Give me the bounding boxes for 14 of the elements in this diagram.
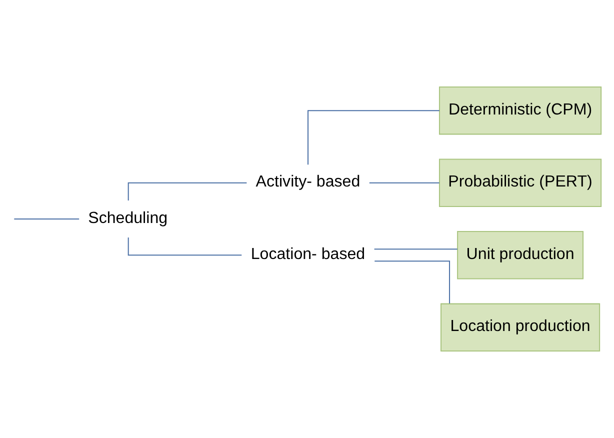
connector (374, 260, 450, 304)
node-box: Probabilistic (PERT) (438, 158, 602, 207)
node-text: Scheduling (88, 208, 168, 227)
node-text: Activity- based (256, 172, 360, 191)
connector (308, 110, 440, 165)
connector (14, 218, 80, 220)
connector (128, 238, 242, 256)
node-box: Location production (440, 303, 600, 352)
connector (374, 248, 458, 250)
node-text: Location- based (250, 244, 366, 263)
connector (128, 182, 247, 200)
connector (369, 182, 440, 184)
node-box: Unit production (457, 231, 584, 280)
node-box: Deterministic (CPM) (438, 86, 602, 135)
